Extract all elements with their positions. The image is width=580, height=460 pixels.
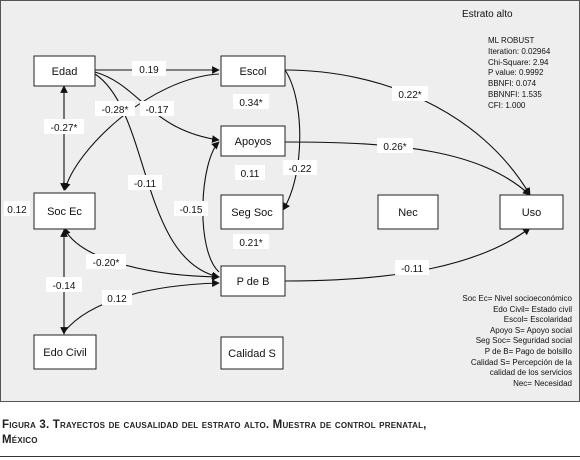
- fit-stat-line: Chi-Square: 2.94: [488, 57, 549, 67]
- svg-text:0.34*: 0.34*: [239, 98, 262, 109]
- fit-stat-line: CFI: 1.000: [488, 100, 526, 110]
- coef-apoyos-r2: 0.11: [235, 165, 265, 180]
- edge-p-de-b-uso: [284, 227, 531, 282]
- node-calidad-s: Calidad S: [220, 336, 284, 370]
- svg-text:-0.17: -0.17: [146, 105, 169, 116]
- fit-stat-line: P value: 0.9992: [488, 68, 544, 78]
- legend-item: Escol= Escolaridad: [503, 315, 572, 325]
- coef-edad-apoyos: -0.17: [140, 101, 174, 116]
- coef-soc-ec-edo-civil: -0.14: [46, 277, 82, 292]
- legend-item: Calidad S= Percepción de la: [470, 357, 572, 367]
- svg-text:Nec: Nec: [398, 207, 418, 219]
- node-seg-soc: Seg Soc: [220, 194, 284, 230]
- legend-item: Edo Civil= Estado civil: [493, 304, 572, 314]
- node-nec: Nec: [377, 194, 439, 230]
- svg-text:P de B: P de B: [237, 276, 270, 288]
- caption-line: Figura 3. Trayectos de causalidad del es…: [2, 419, 427, 431]
- panel-title: Estrato alto: [462, 9, 513, 20]
- bottom-rule: [0, 456, 580, 457]
- fit-method: ML ROBUST: [488, 36, 535, 45]
- svg-text:Edo Civil: Edo Civil: [43, 347, 86, 359]
- edge-escol-seg-soc: [282, 69, 301, 211]
- coef-soc-ec-residual: 0.12: [4, 201, 30, 216]
- svg-text:Seg Soc: Seg Soc: [231, 207, 273, 219]
- fit-stat-line: BBNFI: 0.074: [488, 79, 537, 89]
- legend-item: P de B= Pago de bolsillo: [484, 346, 572, 356]
- svg-text:Calidad S: Calidad S: [228, 348, 276, 360]
- path-diagram: Edad Soc Ec Edo Civil Escol Apoyos Seg S…: [4, 55, 564, 370]
- svg-text:-0.15: -0.15: [180, 205, 203, 216]
- node-edad: Edad: [33, 55, 96, 87]
- svg-text:-0.22: -0.22: [289, 164, 312, 175]
- svg-text:0.11: 0.11: [241, 169, 260, 180]
- coef-edad-escol: 0.19: [132, 61, 166, 76]
- coef-soc-ec-p-de-b: -0.20*: [86, 254, 126, 269]
- coef-escol-r2: 0.34*: [233, 94, 269, 109]
- edge-edo-civil-p-de-b: [63, 279, 220, 333]
- svg-text:0.12: 0.12: [7, 205, 27, 216]
- legend-item: calidad de los servicios: [489, 368, 572, 378]
- legend-item: Apoyo S= Apoyo social: [489, 325, 572, 335]
- edge-soc-ec-p-de-b: [63, 227, 220, 281]
- svg-text:-0.14: -0.14: [53, 281, 76, 292]
- svg-text:Uso: Uso: [522, 207, 542, 219]
- svg-text:0.12: 0.12: [107, 294, 127, 305]
- legend-item: Seg Soc= Seguridad social: [475, 336, 572, 346]
- legend: Soc Ec= Nivel socioeconómico Edo Civil= …: [402, 294, 572, 389]
- coef-edad-p-de-b: -0.11: [128, 175, 162, 190]
- coef-escol-cross: -0.28*: [95, 101, 135, 116]
- svg-text:Apoyos: Apoyos: [235, 136, 272, 148]
- node-soc-ec: Soc Ec: [33, 192, 96, 230]
- coef-apoyos-p-de-b: -0.15: [174, 201, 208, 216]
- edge-apoyos-uso: [284, 141, 531, 196]
- coef-escol-seg-soc: -0.22: [283, 160, 317, 175]
- fit-stat-line: Iteration: 0.02964: [488, 46, 551, 56]
- svg-text:0.21*: 0.21*: [239, 238, 262, 249]
- svg-text:-0.20*: -0.20*: [93, 258, 120, 269]
- coef-p-de-b-uso: -0.11: [395, 260, 429, 275]
- svg-text:0.19: 0.19: [139, 65, 159, 76]
- svg-text:Edad: Edad: [52, 66, 78, 78]
- svg-text:Escol: Escol: [240, 66, 267, 78]
- svg-text:-0.27*: -0.27*: [51, 123, 78, 134]
- fit-stat-line: BBNNFI: 1.535: [488, 89, 542, 99]
- legend-item: Soc Ec= Nivel socioeconómico: [462, 294, 572, 303]
- coef-apoyos-uso: 0.26*: [377, 138, 413, 153]
- coef-escol-uso: 0.22*: [392, 86, 428, 101]
- svg-text:-0.11: -0.11: [134, 179, 156, 190]
- diagram-panel: [0, 0, 580, 402]
- node-escol: Escol: [220, 55, 286, 87]
- node-apoyos: Apoyos: [220, 125, 286, 157]
- svg-text:-0.28*: -0.28*: [102, 105, 129, 116]
- edge-escol-soc-ec: [62, 73, 220, 191]
- caption-line: México: [2, 434, 38, 446]
- fit-statistics: ML ROBUST Iteration: 0.02964 Chi-Square:…: [488, 36, 578, 112]
- figure-caption: Figura 3. Trayectos de causalidad del es…: [2, 418, 578, 448]
- svg-text:-0.11: -0.11: [401, 264, 423, 275]
- node-p-de-b: P de B: [220, 265, 286, 297]
- node-edo-civil: Edo Civil: [33, 334, 97, 370]
- coef-edo-civil-p-de-b: 0.12: [102, 290, 132, 305]
- coef-seg-soc-r2: 0.21*: [233, 234, 269, 249]
- svg-text:Soc Ec: Soc Ec: [47, 206, 82, 218]
- svg-text:0.26*: 0.26*: [383, 142, 406, 153]
- svg-text:0.22*: 0.22*: [398, 90, 421, 101]
- coef-edad-soc-ec: -0.27*: [44, 119, 84, 134]
- legend-item: Nec= Necesidad: [513, 378, 572, 388]
- node-uso: Uso: [499, 194, 564, 230]
